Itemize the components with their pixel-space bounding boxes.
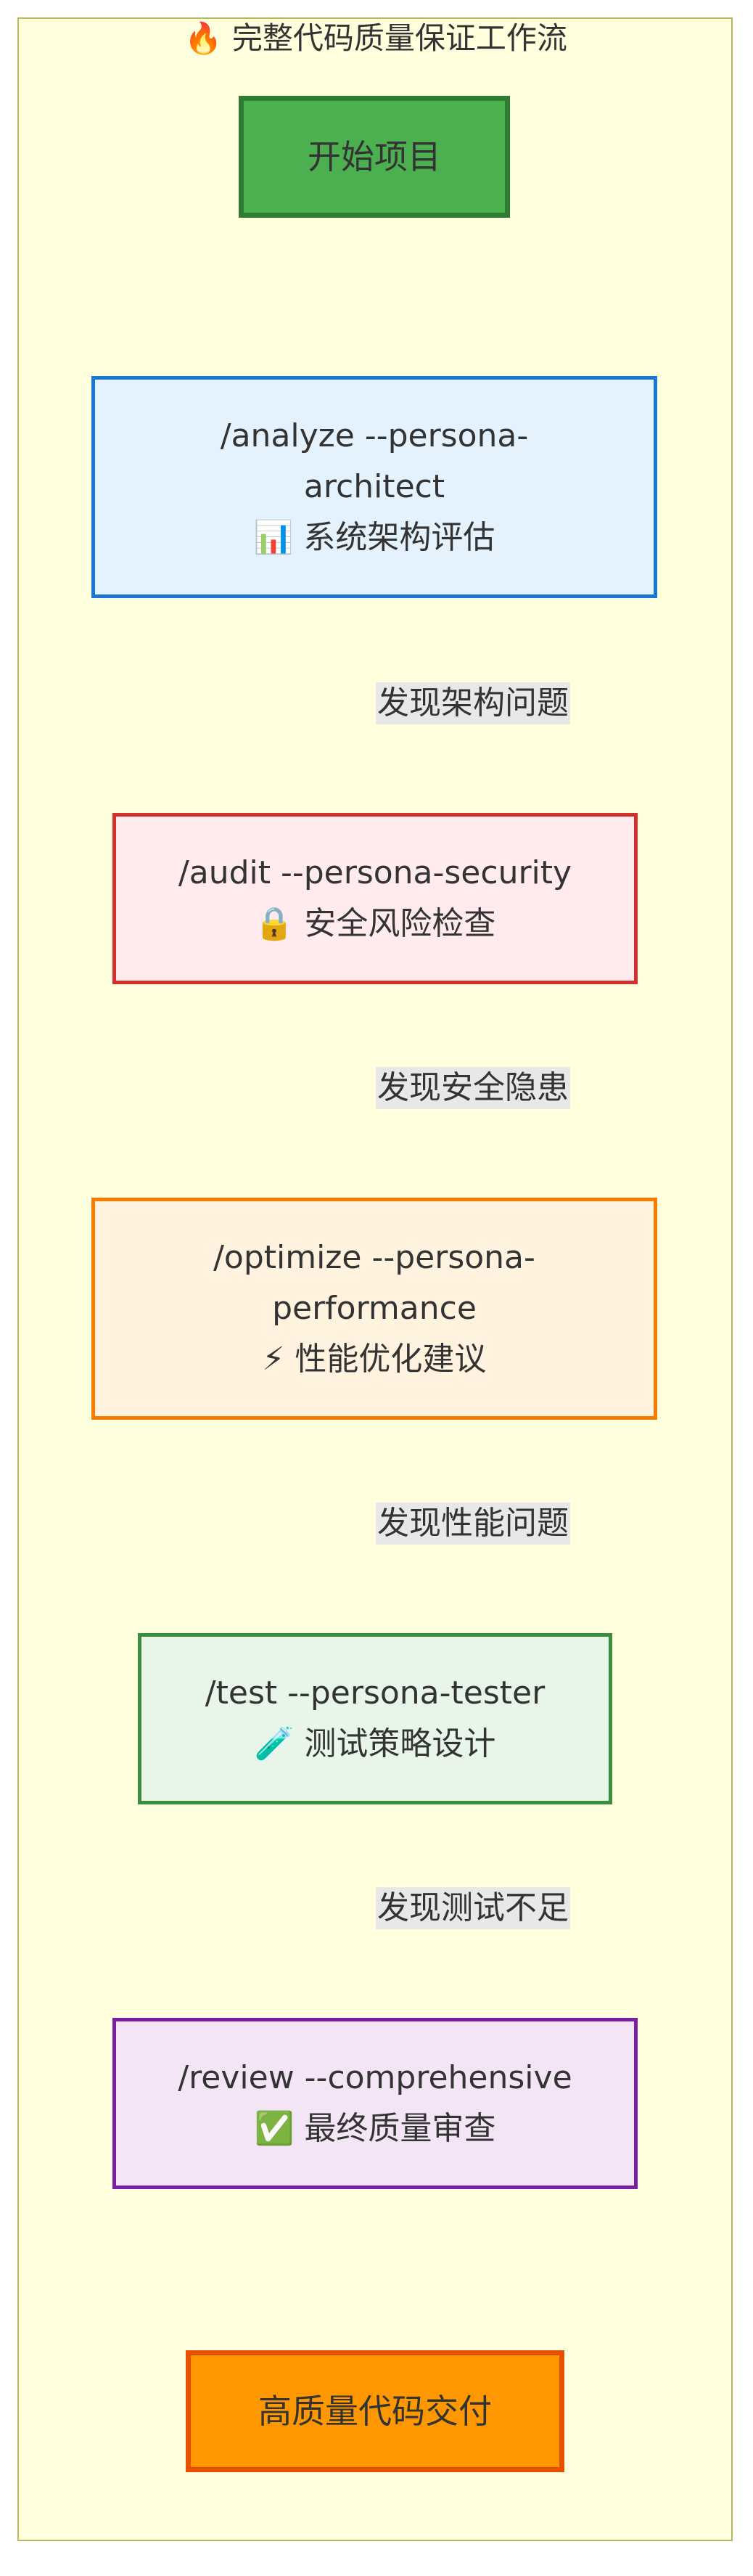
node-analyze-note: 📊 系统架构评估 (253, 519, 495, 556)
node-analyze-command: /analyze --persona-architect (220, 417, 529, 505)
node-deliver-label: 高质量代码交付 (258, 2392, 492, 2431)
node-audit: /audit --persona-security 🔒 安全风险检查 (112, 813, 638, 984)
node-test-note: 🧪 测试策略设计 (254, 1725, 496, 1762)
edge-label-test-gap: 发现测试不足 (376, 1887, 570, 1929)
node-test: /test --persona-tester 🧪 测试策略设计 (138, 1633, 612, 1804)
edge-label-security-issue: 发现安全隐患 (376, 1067, 570, 1109)
node-analyze: /analyze --persona-architect 📊 系统架构评估 (91, 376, 657, 598)
node-audit-note: 🔒 安全风险检查 (254, 905, 496, 942)
workflow-title: 🔥 完整代码质量保证工作流 (184, 20, 567, 56)
node-review-note: ✅ 最终质量审查 (254, 2110, 496, 2147)
node-deliver: 高质量代码交付 (186, 2350, 564, 2472)
edge-label-performance-issue: 发现性能问题 (376, 1502, 570, 1545)
edge-label-architecture-issue: 发现架构问题 (376, 682, 570, 724)
node-audit-command: /audit --persona-security (178, 854, 572, 891)
node-optimize: /optimize --persona-performance ⚡ 性能优化建议 (91, 1198, 657, 1420)
node-review: /review --comprehensive ✅ 最终质量审查 (112, 2018, 638, 2189)
node-start: 开始项目 (239, 96, 510, 218)
node-review-command: /review --comprehensive (178, 2059, 572, 2096)
node-optimize-command: /optimize --persona-performance (213, 1239, 535, 1327)
node-start-label: 开始项目 (308, 137, 441, 176)
node-test-command: /test --persona-tester (205, 1675, 546, 1712)
node-optimize-note: ⚡ 性能优化建议 (262, 1341, 487, 1378)
